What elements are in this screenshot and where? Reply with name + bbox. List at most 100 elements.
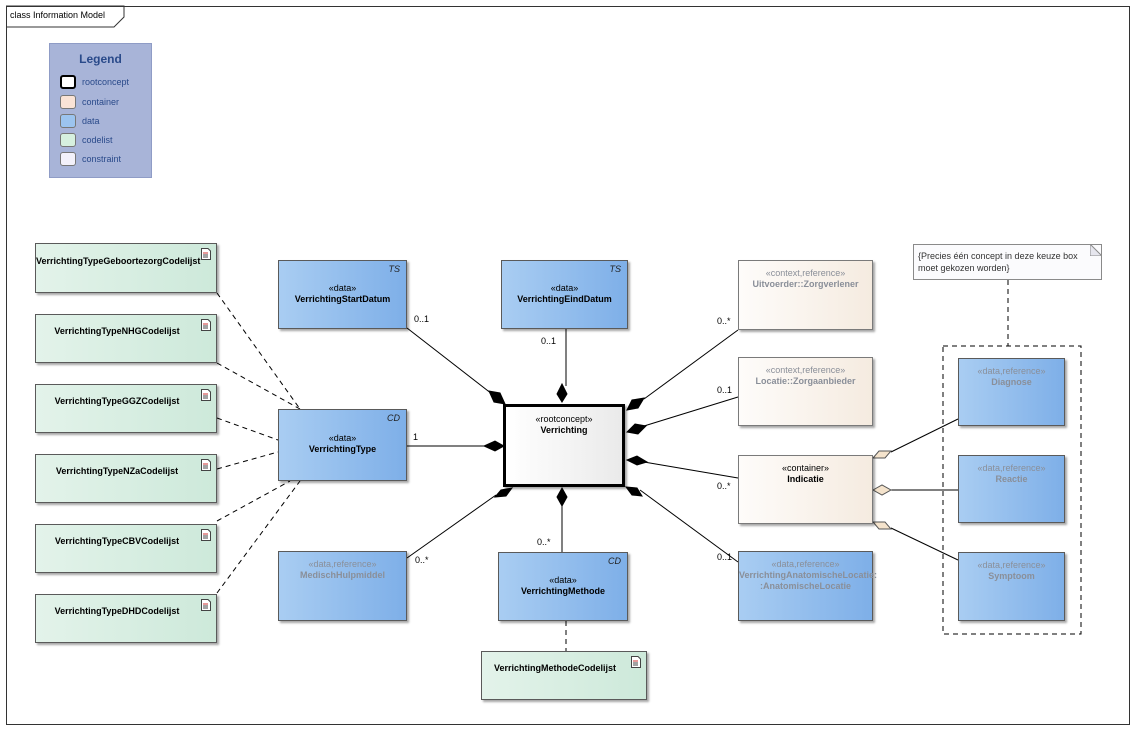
diamond-symptoom <box>871 521 893 530</box>
link-hulpmiddel <box>406 494 497 559</box>
node-indicatie[interactable]: «container» Indicatie <box>738 455 873 524</box>
node-name: Symptoom <box>988 571 1035 581</box>
node-verrichting-anatomische-locatie[interactable]: «data,reference» VerrichtingAnatomischeL… <box>738 551 878 621</box>
codelist-link-nza <box>216 451 279 470</box>
type-tag: CD <box>608 556 621 566</box>
link-symptoom <box>890 527 959 561</box>
document-icon <box>201 459 211 471</box>
legend-swatch-container <box>60 95 76 109</box>
node-name: Indicatie <box>787 474 824 484</box>
type-tag: TS <box>388 264 400 274</box>
codelist-name: VerrichtingTypeGGZCodelijst <box>54 396 180 406</box>
link-uitvoerder <box>643 329 739 400</box>
node-name: Diagnose <box>991 377 1032 387</box>
stereotype-label: «data,reference» <box>771 559 840 569</box>
composition-lines <box>406 327 959 563</box>
stereotype-label: «data» <box>550 283 579 293</box>
stereotype-label: «context,reference» <box>765 268 846 278</box>
node-diagnose[interactable]: «data,reference» Diagnose <box>958 358 1065 426</box>
aggregation-diamonds <box>871 450 893 530</box>
stereotype-label: «data» <box>328 283 357 293</box>
codelist-methode[interactable]: VerrichtingMethodeCodelijst <box>481 651 647 700</box>
multiplicity-einddatum: 0..1 <box>541 336 557 346</box>
diamond-hulpmiddel <box>493 487 514 498</box>
node-name: Verrichting <box>540 425 588 435</box>
codelist-nhg[interactable]: VerrichtingTypeNHGCodelijst <box>35 314 217 363</box>
link-anatomisch <box>639 489 739 563</box>
node-name: VerrichtingMethode <box>520 586 605 596</box>
legend-label-constraint: constraint <box>82 154 122 164</box>
node-verrichting-root[interactable]: «rootconcept» Verrichting <box>503 404 625 487</box>
node-name: VerrichtingType <box>308 444 377 454</box>
node-verrichting-methode[interactable]: CD «data» VerrichtingMethode <box>498 552 628 621</box>
codelist-nza[interactable]: VerrichtingTypeNZaCodelijst <box>35 454 217 503</box>
codelist-name: VerrichtingTypeNZaCodelijst <box>55 466 179 476</box>
stereotype-label: «data,reference» <box>977 366 1046 376</box>
legend-label-container: container <box>82 97 120 107</box>
codelist-link-geboortezorg <box>216 292 301 410</box>
choice-box <box>942 345 1082 635</box>
codelist-name: VerrichtingMethodeCodelijst <box>493 663 616 673</box>
document-icon <box>201 389 211 401</box>
node-symptoom[interactable]: «data,reference» Symptoom <box>958 552 1065 621</box>
constraint-note[interactable]: {Precies één concept in deze keuze box m… <box>913 244 1102 280</box>
stereotype-label: «data» <box>328 433 357 443</box>
diagram-frame <box>6 6 1130 725</box>
diamond-einddatum <box>556 382 568 403</box>
stereotype-label: «data» <box>549 575 577 585</box>
multiplicity-startdatum: 0..1 <box>414 314 430 324</box>
node-verrichting-startdatum[interactable]: TS «data» VerrichtingStartDatum <box>278 260 407 329</box>
codelist-geboortezorg[interactable]: VerrichtingTypeGeboortezorgCodelijst <box>35 243 217 293</box>
node-name: VerrichtingEindDatum <box>517 294 612 304</box>
codelist-cbv[interactable]: VerrichtingTypeCBVCodelijst <box>35 524 217 573</box>
legend-swatch-data <box>60 114 76 128</box>
type-tag: CD <box>387 413 400 423</box>
constraint-text: {Precies één concept in deze keuze box m… <box>918 251 1078 273</box>
document-icon <box>201 319 211 331</box>
multiplicity-type: 1 <box>413 432 419 442</box>
node-locatie-zorgaanbieder[interactable]: «context,reference» Locatie::Zorgaanbied… <box>738 357 873 426</box>
frame-title: class Information Model <box>10 10 106 20</box>
stereotype-label: «context,reference» <box>765 365 846 375</box>
diamond-uitvoerder <box>626 397 645 411</box>
codelist-link-ggz <box>216 417 279 441</box>
link-indicatie <box>643 461 739 479</box>
diamond-startdatum <box>488 390 506 405</box>
link-locatie <box>643 396 739 427</box>
node-reactie[interactable]: «data,reference» Reactie <box>958 455 1065 523</box>
multiplicity-hulpmiddel: 0..* <box>415 555 429 565</box>
type-tag: TS <box>609 264 621 274</box>
legend-title: Legend <box>79 52 122 66</box>
legend-label-codelist: codelist <box>82 135 113 145</box>
stereotype-label: «data,reference» <box>977 463 1046 473</box>
document-icon <box>631 656 641 668</box>
node-name-continued: :AnatomischeLocatie <box>759 581 852 591</box>
link-startdatum <box>406 327 493 395</box>
node-verrichting-type[interactable]: CD «data» VerrichtingType <box>278 409 407 481</box>
legend-swatch-codelist <box>60 133 76 147</box>
node-name: Reactie <box>995 474 1028 484</box>
multiplicity-locatie: 0..1 <box>717 385 733 395</box>
codelist-link-cbv <box>216 480 291 522</box>
node-name: Locatie::Zorgaanbieder <box>755 376 856 386</box>
codelist-dhd[interactable]: VerrichtingTypeDHDCodelijst <box>35 594 217 643</box>
diamond-indicatie <box>625 455 649 466</box>
legend-swatch-constraint <box>60 152 76 166</box>
legend-label-rootconcept: rootconcept <box>82 77 130 87</box>
codelist-ggz[interactable]: VerrichtingTypeGGZCodelijst <box>35 384 217 433</box>
diamond-anatomisch <box>624 486 643 497</box>
diamond-reactie <box>871 484 893 496</box>
node-name: VerrichtingAnatomischeLocatie: <box>739 570 878 580</box>
codelist-name: VerrichtingTypeCBVCodelijst <box>54 536 180 546</box>
node-uitvoerder-zorgverlener[interactable]: «context,reference» Uitvoerder::Zorgverl… <box>738 260 873 330</box>
stereotype-label: «data,reference» <box>308 559 377 569</box>
stereotype-label: «data,reference» <box>977 560 1046 570</box>
document-icon <box>201 248 211 260</box>
composition-diamonds <box>482 382 649 508</box>
node-verrichting-einddatum[interactable]: TS «data» VerrichtingEindDatum <box>501 260 628 329</box>
multiplicity-methode: 0..* <box>537 537 551 547</box>
legend: Legend rootconcept container data codeli… <box>49 43 152 178</box>
node-medisch-hulpmiddel[interactable]: «data,reference» MedischHulpmiddel <box>278 551 407 621</box>
codelist-link-nhg <box>216 362 301 410</box>
